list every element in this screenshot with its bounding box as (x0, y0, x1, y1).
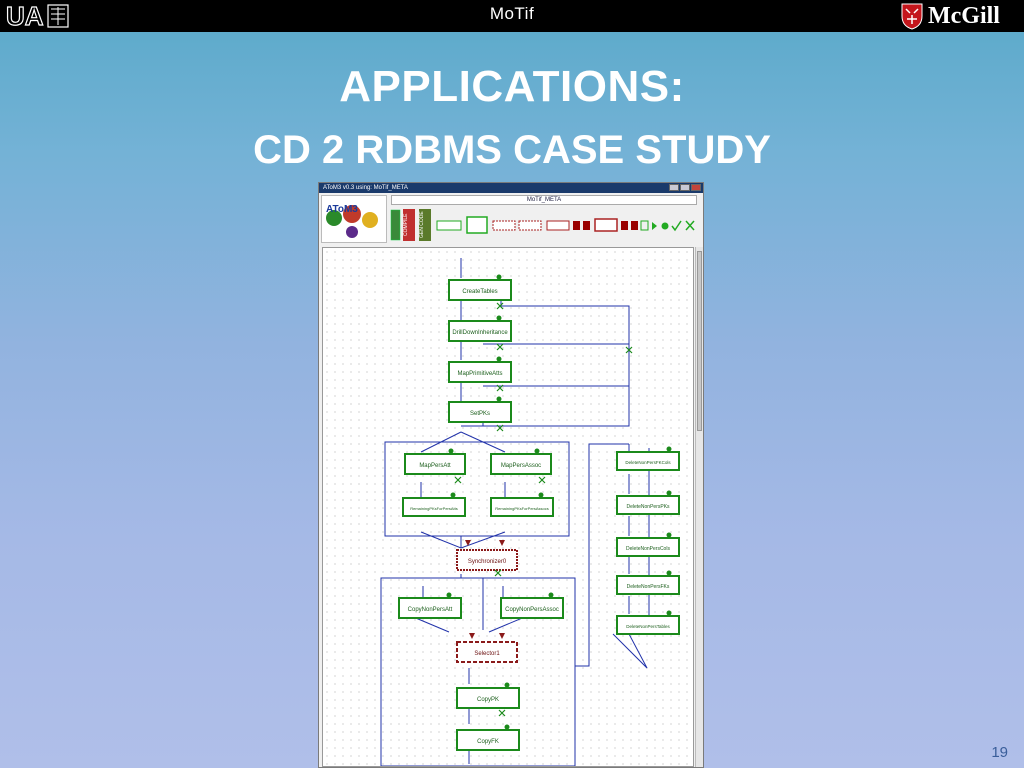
node-copy-pk[interactable]: CopyPK (456, 687, 520, 709)
node-delete-fks-label: DeleteNonPersFKs (627, 584, 670, 590)
node-synchronizer[interactable]: Synchronizer0 (456, 549, 518, 571)
node-copy-fk-label: CopyFK (477, 739, 499, 745)
node-map-pers-att-label: MapPersAtt (419, 463, 451, 469)
compile-button[interactable]: COMPILE (403, 213, 409, 237)
node-copy-fk[interactable]: CopyFK (456, 729, 520, 751)
svg-text:AToM3: AToM3 (326, 204, 358, 215)
node-delete-tables[interactable]: DeleteNonPersTables (616, 615, 680, 635)
mcgill-logo: McGill (900, 1, 1022, 31)
window-title: AToM3 v0.3 using: MoTif_META (323, 185, 408, 191)
node-drill-down-label: DrillDownInheritance (452, 330, 508, 336)
node-create-tables[interactable]: CreateTables (448, 279, 512, 301)
gen-code-button[interactable]: GEN CODE (419, 211, 425, 239)
slide-subtitle: CD 2 RDBMS CASE STUDY (253, 128, 771, 172)
node-copy-nonpers-assoc[interactable]: CopyNonPersAssoc (500, 597, 564, 619)
node-remaining-pers-assoc-label: RemainingPKsForPersAssocs (495, 506, 549, 511)
transformation-diagram: CreateTables DrillDownInheritance MapPri… (380, 258, 680, 766)
page-number: 19 (991, 744, 1008, 761)
node-delete-tables-label: DeleteNonPersTables (626, 624, 670, 629)
svg-text:UA: UA (6, 1, 44, 31)
minimize-button[interactable] (669, 184, 679, 191)
node-create-tables-label: CreateTables (462, 289, 497, 295)
node-map-pers-att[interactable]: MapPersAtt (404, 453, 466, 475)
node-selector[interactable]: Selector1 (456, 641, 518, 663)
node-copy-nonpers-att-label: CopyNonPersAtt (408, 607, 453, 613)
mcgill-wordmark: McGill (928, 2, 1000, 29)
node-delete-cols[interactable]: DeleteNonPersCols (616, 537, 680, 557)
slide-title: APPLICATIONS: (339, 62, 685, 111)
node-synchronizer-label: Synchronizer0 (468, 559, 507, 565)
uam-logo: UA (4, 0, 72, 32)
node-map-primitive[interactable]: MapPrimitiveAtts (448, 361, 512, 383)
presentation-title: MoTif (489, 4, 535, 23)
node-map-pers-assoc[interactable]: MapPersAssoc (490, 453, 552, 475)
node-copy-nonpers-att[interactable]: CopyNonPersAtt (398, 597, 462, 619)
scrollbar-thumb[interactable] (697, 251, 702, 431)
node-selector-label: Selector1 (474, 651, 500, 657)
maximize-button[interactable] (680, 184, 690, 191)
node-remaining-pers-assoc[interactable]: RemainingPKsForPersAssocs (490, 497, 554, 517)
model-canvas[interactable]: CreateTables DrillDownInheritance MapPri… (322, 247, 694, 767)
vertical-scrollbar[interactable] (695, 247, 703, 767)
node-delete-fks[interactable]: DeleteNonPersFKs (616, 575, 680, 595)
node-drill-down[interactable]: DrillDownInheritance (448, 320, 512, 342)
node-copy-pk-label: CopyPK (477, 697, 499, 703)
shield-icon (901, 3, 923, 30)
node-copy-nonpers-assoc-label: CopyNonPersAssoc (505, 607, 559, 613)
node-delete-pks[interactable]: DeleteNonPersPKs (616, 495, 680, 515)
close-button[interactable] (691, 184, 701, 191)
atom3-window: AToM3 v0.3 using: MoTif_META AToM3 MoTif… (318, 182, 704, 768)
node-delete-pks-label: DeleteNonPersPKs (626, 504, 670, 510)
node-set-pks[interactable]: SetPKs (448, 401, 512, 423)
node-remaining-pers-att[interactable]: RemainingPKsForPersAtts (402, 497, 466, 517)
node-delete-cols-label: DeleteNonPersCols (626, 546, 670, 552)
node-map-primitive-label: MapPrimitiveAtts (457, 371, 502, 377)
atom3-logo: AToM3 (321, 195, 387, 243)
node-set-pks-label: SetPKs (470, 411, 490, 417)
node-remaining-pers-att-label: RemainingPKsForPersAtts (410, 506, 458, 511)
window-titlebar: AToM3 v0.3 using: MoTif_META (319, 183, 703, 193)
node-delete-fk-cols[interactable]: DeleteNonPersFKCols (616, 451, 680, 471)
node-map-pers-assoc-label: MapPersAssoc (501, 463, 541, 469)
meta-bar: MoTif_META (391, 195, 697, 205)
top-bar: UA MoTif McGill (0, 0, 1024, 32)
toolbar: COMPILE GEN CODE (389, 207, 701, 243)
node-delete-fk-cols-label: DeleteNonPersFKCols (625, 460, 671, 465)
